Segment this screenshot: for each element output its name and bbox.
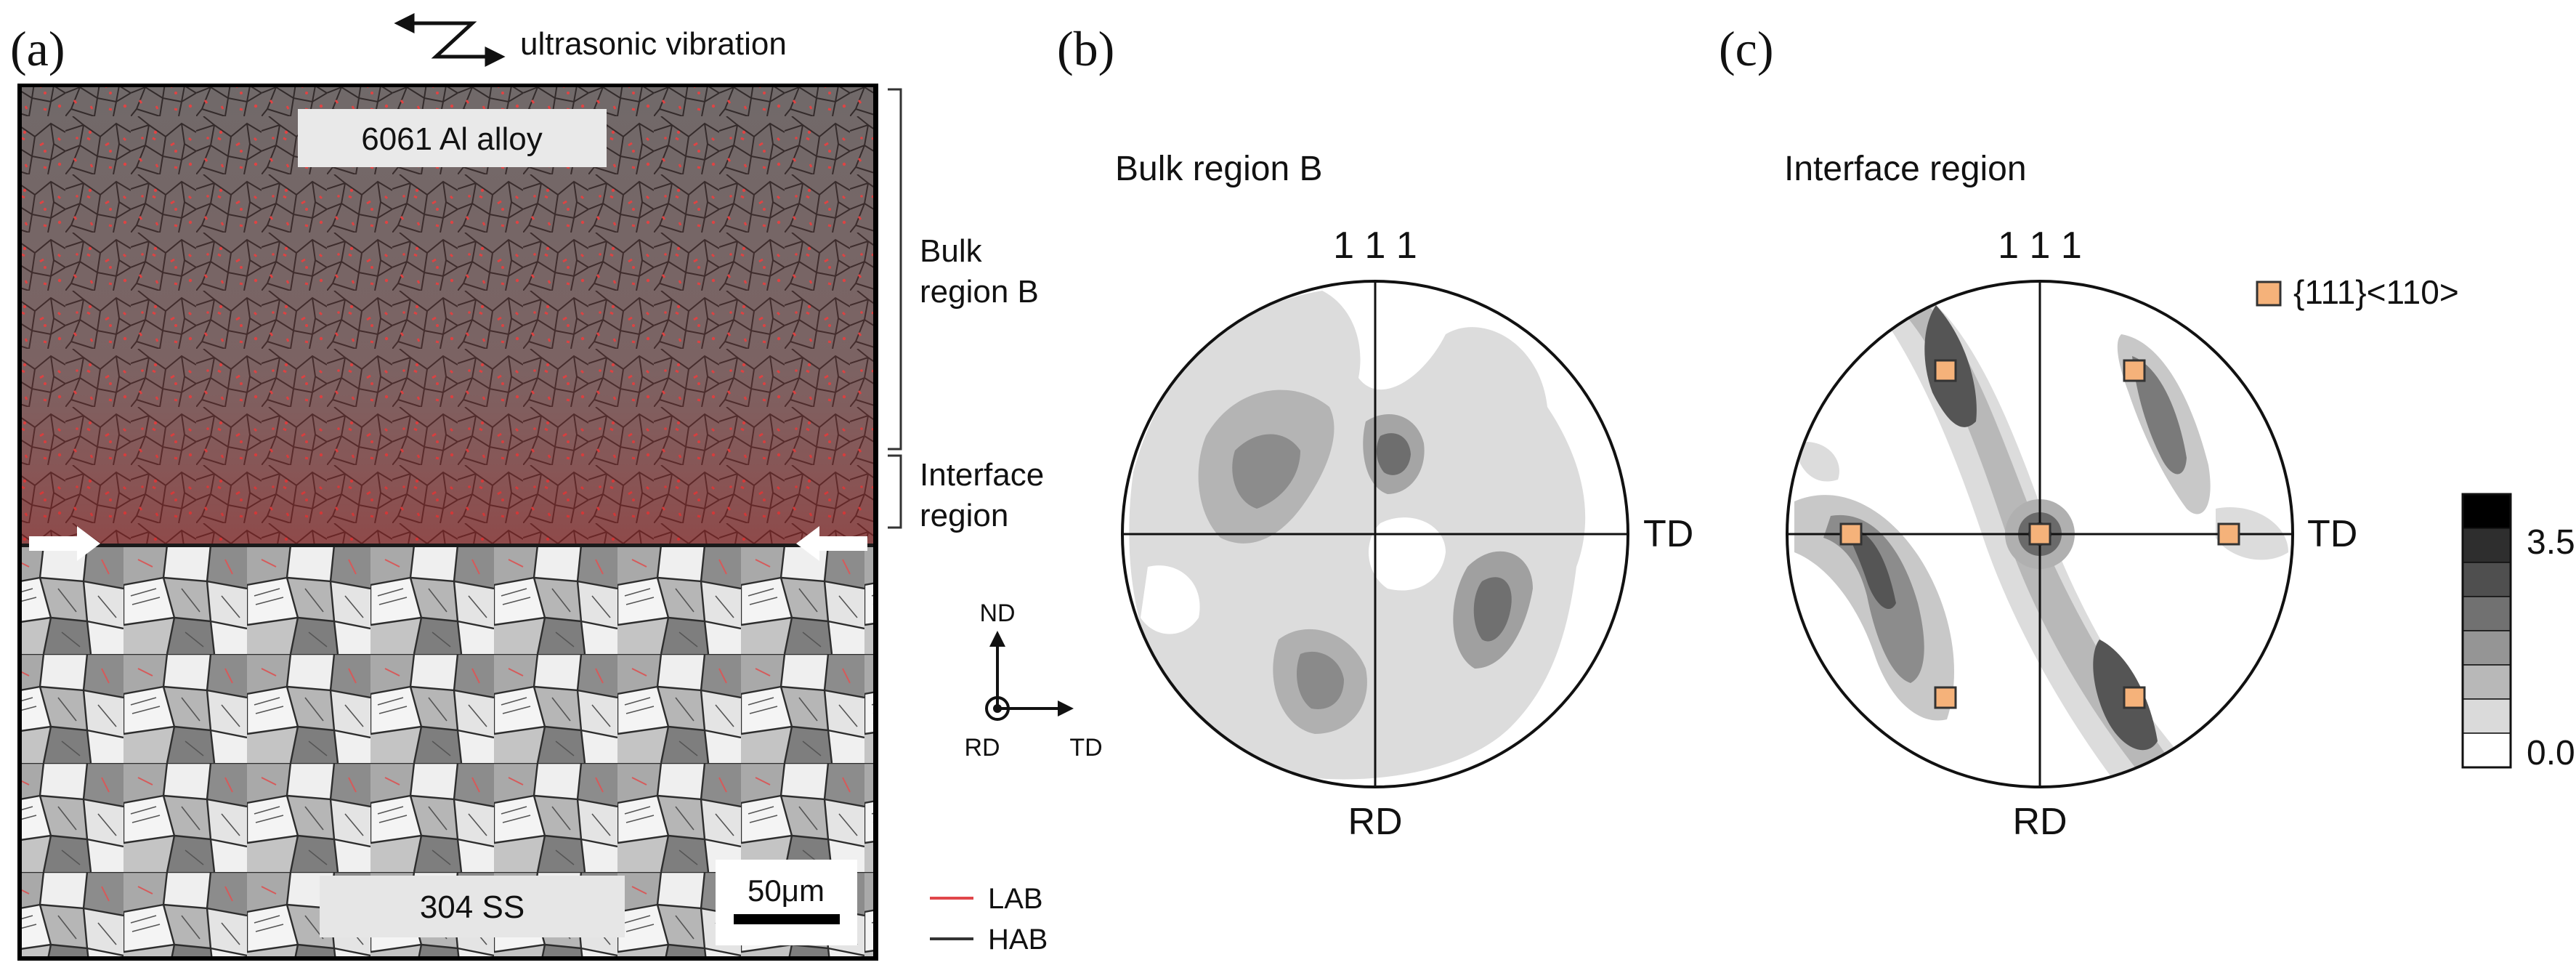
texture-marker <box>2217 522 2240 546</box>
panel-c: (c) Interface region 1 1 1 <box>1719 21 2459 843</box>
lab-legend-label: LAB <box>988 883 1043 915</box>
interface-region-label-line2: region <box>920 498 1008 533</box>
axis-nd-label: ND <box>979 599 1015 627</box>
panel-c-title: Interface region <box>1784 150 2027 188</box>
panel-a: (a) ultrasonic vibration <box>10 12 1103 961</box>
bulk-region-label-line1: Bulk <box>920 233 983 269</box>
interface-arrow-left-icon <box>29 526 100 561</box>
texture-marker <box>1839 522 1863 546</box>
panel-b-td-label: TD <box>1643 513 1693 555</box>
panel-c-td-label: TD <box>2307 513 2357 555</box>
colorbar-level <box>2462 528 2511 563</box>
colorbar-max-label: 3.5 <box>2527 523 2575 562</box>
panel-c-label: (c) <box>1719 21 1773 76</box>
colorbar-min-label: 0.0 <box>2527 734 2575 772</box>
panel-b-rd-label: RD <box>1348 801 1402 843</box>
marker-legend-swatch <box>2256 280 2282 307</box>
panel-c-pole-label: 1 1 1 <box>1998 225 2082 267</box>
bulk-region-label-line2: region B <box>920 274 1039 310</box>
colorbar-level <box>2462 493 2511 529</box>
texture-marker <box>1934 686 1957 709</box>
micrograph: 6061 Al alloy 304 SS 50μm <box>17 84 878 961</box>
colorbar-level <box>2462 596 2511 631</box>
colorbar-level <box>2462 630 2511 666</box>
panel-b-label: (b) <box>1057 21 1114 76</box>
ss-label: 304 SS <box>420 889 524 925</box>
panel-c-rd-label: RD <box>2012 801 2067 843</box>
colorbar-level <box>2462 698 2511 734</box>
hab-legend-label: HAB <box>988 924 1048 956</box>
axis-rd-label: RD <box>964 734 1000 762</box>
vibration-label: ultrasonic vibration <box>520 26 787 62</box>
sample-axes-icon <box>985 631 1074 721</box>
region-brackets <box>888 88 902 529</box>
colorbar-level <box>2462 732 2511 768</box>
marker-legend-label: {111}<110> <box>2293 273 2459 311</box>
texture-marker <box>2123 359 2146 382</box>
colorbar-level <box>2462 664 2511 700</box>
panel-b-title: Bulk region B <box>1115 150 1323 188</box>
texture-marker <box>2028 522 2052 546</box>
scale-bar-label: 50μm <box>748 873 825 908</box>
colorbar-levels <box>2462 493 2511 768</box>
colorbar-level <box>2462 562 2511 597</box>
texture-markers <box>1839 359 2240 709</box>
texture-marker <box>1934 359 1957 382</box>
interface-arrow-right-icon <box>796 526 867 561</box>
interface-region-label-line1: Interface <box>920 457 1044 493</box>
axis-td-label: TD <box>1069 734 1102 762</box>
ultrasonic-vibration-arrow-icon <box>394 12 506 68</box>
panel-a-label: (a) <box>10 21 65 76</box>
panel-b-pole-label: 1 1 1 <box>1333 225 1417 267</box>
al-alloy-label: 6061 Al alloy <box>361 121 543 157</box>
colorbar: 3.5 0.0 <box>2461 493 2575 772</box>
panel-b: (b) Bulk region B 1 1 1 TD RD <box>1057 21 1693 843</box>
scale-bar <box>734 914 840 924</box>
texture-marker <box>2123 686 2146 709</box>
